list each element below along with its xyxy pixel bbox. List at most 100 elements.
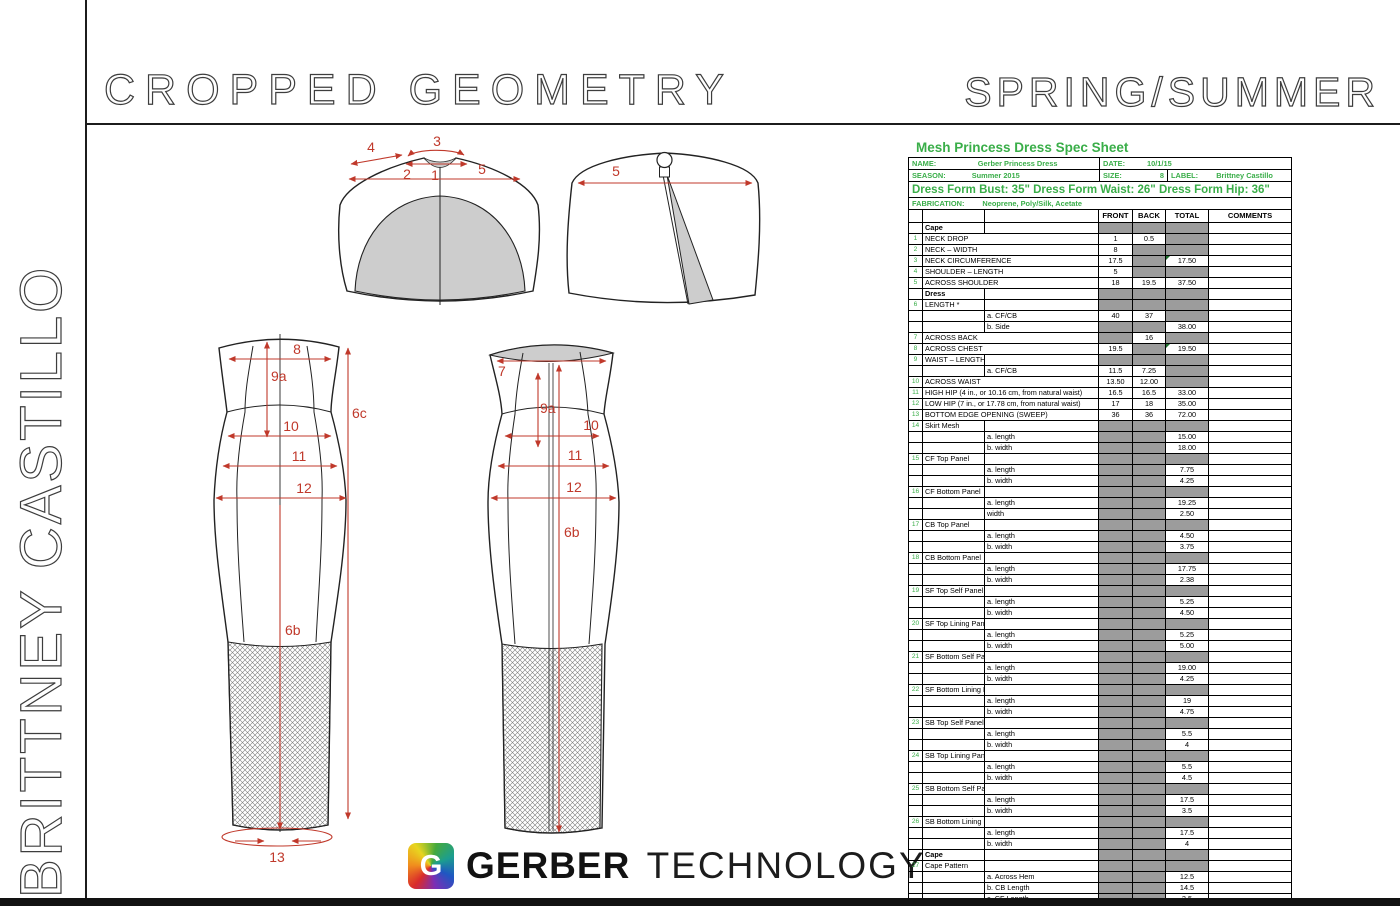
bottom-edge-bar <box>0 898 1400 906</box>
back-value: 0.5 <box>1133 234 1166 244</box>
comments-cell <box>1209 322 1291 332</box>
dress-front-waist-seam <box>226 404 332 413</box>
front-value <box>1099 707 1133 717</box>
front-value <box>1099 685 1133 695</box>
spacer-cell <box>985 619 1099 629</box>
back-value <box>1133 465 1166 475</box>
front-value <box>1099 696 1133 706</box>
front-value: 8 <box>1099 245 1133 255</box>
total-value: 18.00 <box>1166 443 1209 453</box>
measurement-label: 10 <box>283 418 299 434</box>
num-cell <box>909 465 923 475</box>
item-label: WAIST – LENGTH * <box>925 355 985 365</box>
column-header-row: FRONT BACK TOTAL COMMENTS <box>909 210 1291 223</box>
total-value: 35.00 <box>1166 399 1209 409</box>
section-header-row: Cape <box>909 850 1291 861</box>
measurement-label: 5 <box>612 163 620 179</box>
comments-cell <box>1209 498 1291 508</box>
row-number: 15 <box>909 454 923 464</box>
front-value <box>1099 861 1133 871</box>
item-label: ACROSS WAIST <box>923 377 1099 387</box>
cape-back-slit <box>662 174 689 305</box>
item-label: SHOULDER – LENGTH <box>923 267 1099 277</box>
sidebar-divider-line <box>85 0 87 898</box>
comments-cell <box>1209 597 1291 607</box>
spacer-cell <box>923 674 985 684</box>
spacer-cell <box>923 531 985 541</box>
measurement-label: 1 <box>431 167 439 183</box>
row-number: 1 <box>909 234 923 244</box>
spacer-cell <box>985 520 1099 530</box>
front-value <box>1099 421 1133 431</box>
total-value: 15.00 <box>1166 432 1209 442</box>
comments-cell <box>1209 751 1291 761</box>
total-value: 4.75 <box>1166 707 1209 717</box>
front-value <box>1099 872 1133 882</box>
cape-front-drawing: 4 3 2 1 5 <box>337 133 541 305</box>
sub-item-label: b. width <box>985 707 1099 717</box>
total-value: 17.5 <box>1166 828 1209 838</box>
item-label: SB Top Self Panel <box>925 718 985 728</box>
front-value <box>1099 487 1133 497</box>
back-value <box>1133 432 1166 442</box>
total-value: 4 <box>1166 839 1209 849</box>
total-value <box>1166 366 1209 376</box>
front-value: 40 <box>1099 311 1133 321</box>
back-value <box>1133 718 1166 728</box>
row-number: 11 <box>909 388 923 398</box>
total-value <box>1166 586 1209 596</box>
sub-item-label: b. width <box>985 773 1099 783</box>
fabrication-label: FABRICATION: <box>912 199 965 208</box>
comments-cell <box>1209 850 1291 860</box>
front-value: 19.5 <box>1099 344 1133 354</box>
back-value <box>1133 619 1166 629</box>
item-label: Skirt Mesh <box>923 421 985 431</box>
row-number: 18 <box>909 553 923 563</box>
total-value: 4.25 <box>1166 674 1209 684</box>
comments-cell <box>1209 795 1291 805</box>
num-cell <box>909 564 923 574</box>
comments-cell <box>1209 883 1291 893</box>
sub-item-label: a. length <box>985 663 1099 673</box>
front-value: 18 <box>1099 278 1133 288</box>
spacer-cell <box>923 597 985 607</box>
size-value: 8 <box>1159 171 1164 180</box>
comments-cell <box>1209 707 1291 717</box>
num-cell <box>909 806 923 816</box>
row-number: 20 <box>909 619 923 629</box>
total-value: 3.5 <box>1166 806 1209 816</box>
spacer-cell <box>923 509 985 519</box>
sub-item-label: b. CB Length <box>985 883 1099 893</box>
spacer-cell <box>923 740 985 750</box>
dress-front-princess-left <box>236 345 254 643</box>
technical-flats-svg: 4 3 2 1 5 5 <box>213 133 761 865</box>
spacer-cell <box>923 641 985 651</box>
spacer-cell <box>985 652 1099 662</box>
num-cell <box>909 311 923 321</box>
sub-item-label: a. Across Hem <box>985 872 1099 882</box>
total-value <box>1166 454 1209 464</box>
measurement-label: 6b <box>285 622 301 638</box>
fabrication-value: Neoprene, Poly/Silk, Acetate <box>982 199 1082 208</box>
sub-item-label: b. width <box>985 575 1099 585</box>
back-value <box>1133 586 1166 596</box>
front-value: 17 <box>1099 399 1133 409</box>
front-value <box>1099 597 1133 607</box>
comments-cell <box>1209 762 1291 772</box>
comments-cell <box>1209 586 1291 596</box>
row-number: 25 <box>909 784 923 794</box>
num-cell <box>909 641 923 651</box>
